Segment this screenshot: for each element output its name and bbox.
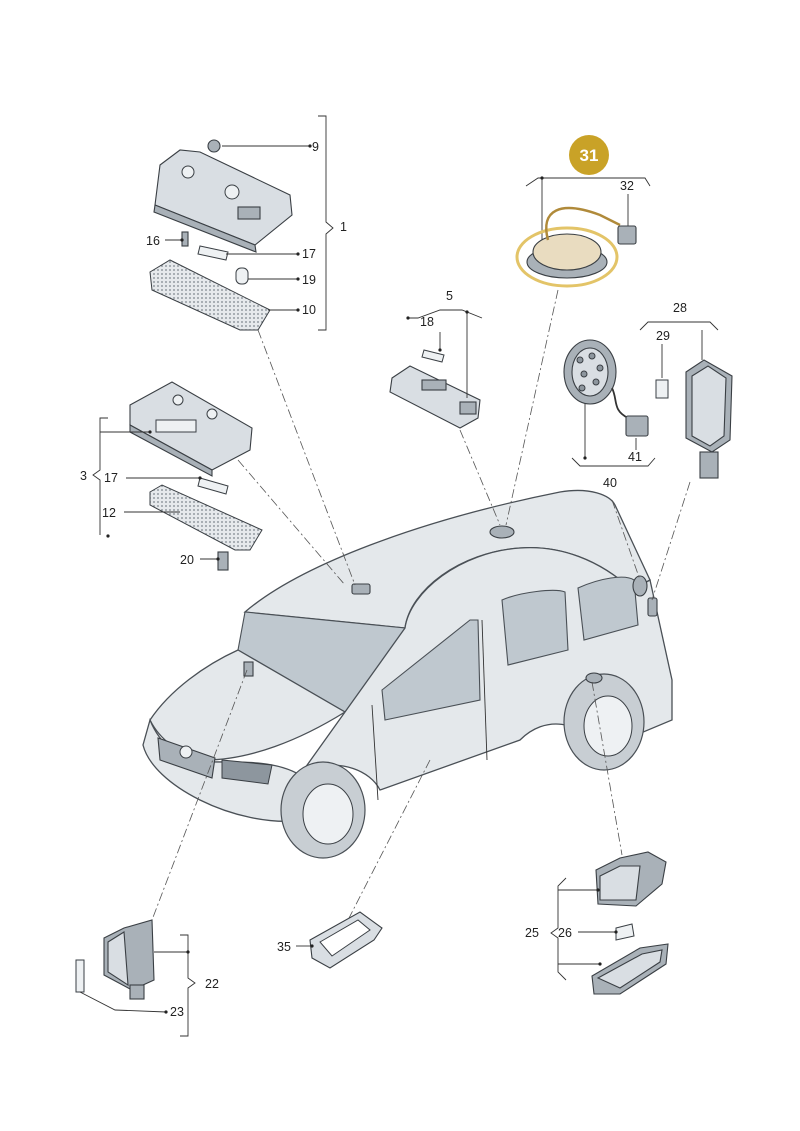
callout-31: 31 — [580, 146, 599, 165]
vehicle-van — [142, 489, 673, 859]
callout-10: 10 — [302, 303, 316, 317]
lens-part-12 — [149, 484, 263, 551]
bulb-part-17b — [197, 477, 229, 495]
dashed-leaders — [151, 289, 691, 921]
callout-25: 25 — [525, 926, 539, 940]
part-group-22: 22 23 — [75, 919, 219, 1037]
callout-35: 35 — [277, 940, 291, 954]
callout-5: 5 — [446, 289, 453, 303]
highlight-badge — [569, 135, 609, 175]
clip-part-9 — [207, 139, 221, 153]
callout-1: 1 — [340, 220, 347, 234]
bulb-part-18 — [421, 349, 445, 363]
callout-40: 40 — [603, 476, 617, 490]
bulb-part-23 — [75, 959, 85, 993]
bulb-part-26 — [615, 923, 635, 941]
bulb-part-17 — [197, 245, 229, 261]
callout-18: 18 — [420, 315, 434, 329]
callout-23: 23 — [170, 1005, 184, 1019]
connector-part-32 — [617, 225, 637, 245]
part-group-40: 41 40 — [563, 339, 656, 490]
part-group-1: 9 1 16 17 19 10 — [146, 115, 347, 331]
callout-17-top: 17 — [302, 247, 316, 261]
screw-part-20 — [217, 551, 229, 571]
part-group-25: 25 26 — [525, 851, 669, 995]
callout-41: 41 — [628, 450, 642, 464]
callout-12: 12 — [102, 506, 116, 520]
callout-22: 22 — [205, 977, 219, 991]
lens-part-10 — [149, 259, 271, 331]
callout-3: 3 — [80, 469, 87, 483]
callout-17-mid: 17 — [104, 471, 118, 485]
part-group-3: 3 17 12 20 — [80, 381, 263, 571]
part-group-28: 28 29 — [639, 301, 733, 479]
callout-26: 26 — [558, 926, 572, 940]
callout-16: 16 — [146, 234, 160, 248]
callout-20: 20 — [180, 553, 194, 567]
callout-19: 19 — [302, 273, 316, 287]
callout-28: 28 — [673, 301, 687, 315]
callout-29: 29 — [656, 329, 670, 343]
part-group-5: 5 18 — [389, 289, 483, 429]
part-group-31: 31 32 — [515, 135, 651, 288]
callout-9: 9 — [312, 140, 319, 154]
connector-part-41 — [625, 415, 649, 437]
highlight-ring — [515, 226, 619, 288]
part-group-35: 35 — [277, 911, 383, 969]
callout-32: 32 — [620, 179, 634, 193]
bulb-part-29 — [655, 379, 669, 399]
bulb-part-19 — [235, 267, 249, 285]
